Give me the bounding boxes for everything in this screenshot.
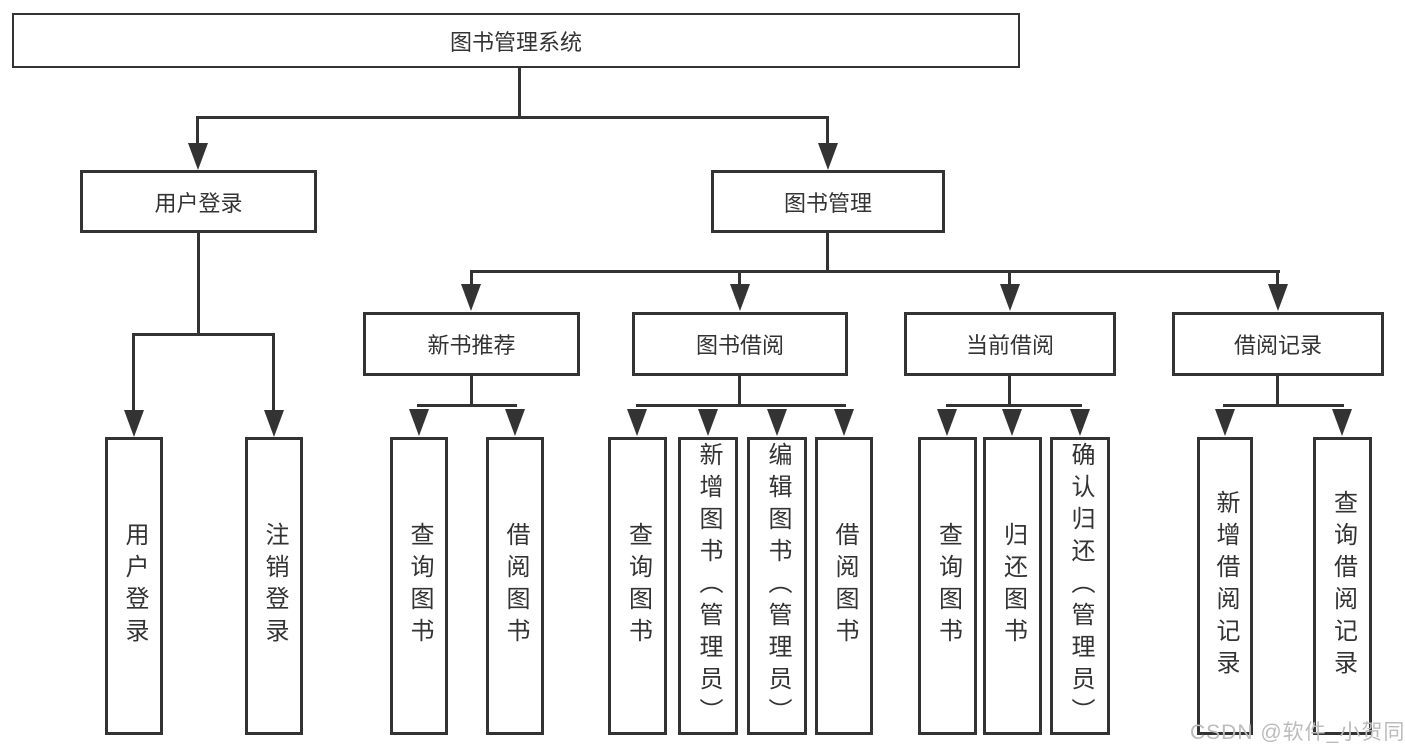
leaf-cb-confirm-return-admin-label: 确认归还（管理员） <box>1067 442 1094 730</box>
leaf-cb-return-book-label: 归还图书 <box>999 522 1027 650</box>
connector-drop-new-book <box>470 270 473 284</box>
arrowhead-book-borrow <box>730 284 750 311</box>
arrowhead-user-login <box>188 143 208 170</box>
connector-drop-user-login <box>196 116 199 147</box>
node-new-book-rec-label: 新书推荐 <box>427 333 516 358</box>
leaf-bb-add-book-admin: 新增图书（管理员） <box>678 437 738 735</box>
leaf-logout: 注销登录 <box>245 437 303 735</box>
leaf-cb-query-book: 查询图书 <box>918 437 977 735</box>
leaf-cb-confirm-return-admin: 确认归还（管理员） <box>1050 437 1110 735</box>
node-book-mgmt-label: 图书管理 <box>783 190 872 216</box>
leaf-user-login: 用户登录 <box>105 437 163 735</box>
leaf-bb-query-book-label: 查询图书 <box>624 522 652 650</box>
arrowhead-nbr-query <box>409 409 429 436</box>
leaf-bb-borrow-book-label: 借阅图书 <box>831 522 858 650</box>
leaf-bb-edit-book-admin: 编辑图书（管理员） <box>747 437 807 735</box>
node-book-borrowing-label: 图书借阅 <box>695 333 784 358</box>
leaf-bb-edit-book-admin-label: 编辑图书（管理员） <box>764 442 791 730</box>
arrowhead-bb-edit <box>767 409 787 436</box>
arrowhead-bb-query <box>627 409 647 436</box>
connector-book-mgmt-stem <box>826 233 829 272</box>
connector-user-login-stem <box>197 233 200 334</box>
arrowhead-br-add <box>1215 409 1235 436</box>
node-root: 图书管理系统 <box>12 13 1020 68</box>
leaf-br-add-record-label: 新增借阅记录 <box>1212 490 1239 682</box>
connector-drop-book-mgmt <box>826 116 829 147</box>
arrowhead-br-query <box>1332 409 1352 436</box>
leaf-br-query-record-label: 查询借阅记录 <box>1329 490 1357 682</box>
connector-book-borrow-stem <box>738 376 741 406</box>
leaf-cb-return-book: 归还图书 <box>983 437 1042 735</box>
connector-drop-book-borrow <box>738 270 741 284</box>
arrowhead-bb-borrow <box>834 409 854 436</box>
leaf-user-login-label: 用户登录 <box>121 522 148 650</box>
leaf-nbr-query-book: 查询图书 <box>390 437 448 735</box>
watermark: CSDN @软件_小贺同学 <box>1190 721 1405 744</box>
arrowhead-cb-confirm <box>1070 409 1090 436</box>
leaf-br-add-record: 新增借阅记录 <box>1197 437 1253 735</box>
connector-drop-current-borrow <box>1008 270 1011 284</box>
arrowhead-book-mgmt <box>818 143 838 170</box>
arrowhead-nbr-borrow <box>505 409 525 436</box>
connector-root-stem <box>518 68 521 117</box>
connector-new-book-horizontal <box>417 404 517 407</box>
leaf-bb-borrow-book: 借阅图书 <box>815 437 873 735</box>
node-current-borrowing: 当前借阅 <box>904 312 1116 376</box>
arrowhead-bb-add <box>698 409 718 436</box>
connector-drop-leaf-logout <box>272 333 275 410</box>
leaf-cb-query-book-label: 查询图书 <box>934 522 962 650</box>
leaf-logout-label: 注销登录 <box>261 522 288 650</box>
node-current-borrowing-label: 当前借阅 <box>965 333 1054 358</box>
connector-level3-horizontal <box>470 270 1280 273</box>
connector-drop-leaf-login <box>132 333 135 410</box>
leaf-br-query-record: 查询借阅记录 <box>1313 437 1372 735</box>
connector-borrow-record-horizontal <box>1223 404 1344 407</box>
arrowhead-leaf-login <box>124 410 144 437</box>
node-book-borrowing: 图书借阅 <box>632 312 848 376</box>
node-root-label: 图书管理系统 <box>449 29 582 55</box>
connector-borrow-record-stem <box>1276 376 1279 406</box>
leaf-nbr-borrow-book-label: 借阅图书 <box>502 522 529 650</box>
node-new-book-rec: 新书推荐 <box>363 312 580 376</box>
connector-current-borrow-horizontal <box>946 404 1082 407</box>
arrowhead-leaf-logout <box>264 410 284 437</box>
arrowhead-cb-return <box>1002 409 1022 436</box>
connector-book-borrow-horizontal <box>636 404 846 407</box>
node-borrow-records: 借阅记录 <box>1172 312 1384 376</box>
connector-level2-horizontal <box>196 116 829 119</box>
arrowhead-current-borrow <box>1000 284 1020 311</box>
leaf-bb-add-book-admin-label: 新增图书（管理员） <box>695 442 722 730</box>
connector-current-borrow-stem <box>1008 376 1011 406</box>
connector-user-login-horizontal <box>132 333 275 336</box>
leaf-bb-query-book: 查询图书 <box>608 437 667 735</box>
connector-drop-borrow-record <box>1276 270 1279 284</box>
connector-new-book-stem <box>470 376 473 406</box>
node-user-login: 用户登录 <box>80 170 317 233</box>
node-book-mgmt: 图书管理 <box>711 170 945 233</box>
node-user-login-label: 用户登录 <box>154 190 243 216</box>
node-borrow-records-label: 借阅记录 <box>1233 333 1322 358</box>
arrowhead-new-book <box>461 284 481 311</box>
leaf-nbr-query-book-label: 查询图书 <box>406 522 433 650</box>
arrowhead-cb-query <box>937 409 957 436</box>
arrowhead-borrow-record <box>1268 284 1288 311</box>
leaf-nbr-borrow-book: 借阅图书 <box>486 437 544 735</box>
